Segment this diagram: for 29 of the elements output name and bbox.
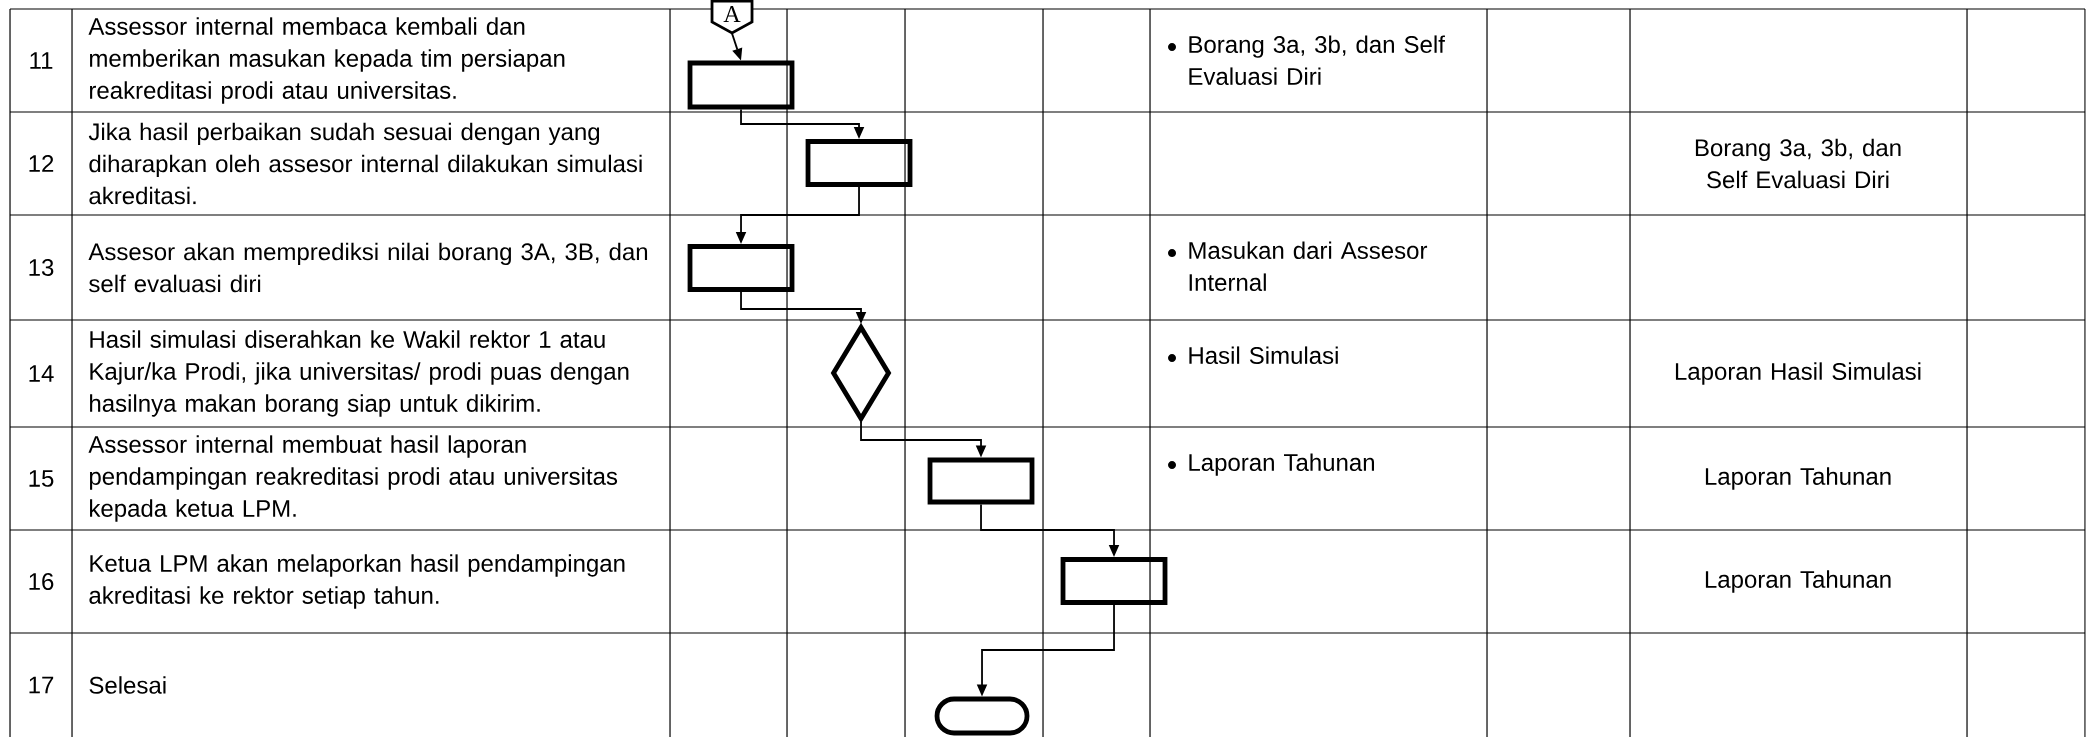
process-box xyxy=(687,244,795,292)
bullet-item: Masukan dari Assesor Internal xyxy=(1189,241,1428,291)
process-box xyxy=(1060,557,1168,605)
step-number: 15 xyxy=(29,470,54,487)
step-number: 16 xyxy=(29,573,54,590)
step-description: Assessor internal membaca kembali dan memberikan masukan kepada tim persiapan reakreditasi prodi atau universitas. xyxy=(88,17,565,104)
process-box xyxy=(687,60,795,110)
step-number: 12 xyxy=(29,155,54,172)
bullet-item: Hasil Simulasi xyxy=(1189,346,1338,364)
document-text: Laporan Tahunan xyxy=(1705,570,1891,593)
step-description: Jika hasil perbaikan sudah sesuai dengan yang diharapkan oleh assesor internal dilakukan simulasi akreditasi. xyxy=(88,122,642,205)
step-description: Assessor internal membuat hasil laporan pendampingan reakreditasi prodi atau universitas kepada ketua LPM. xyxy=(88,435,618,522)
process-box xyxy=(927,457,1035,505)
document-text: Borang 3a, 3b, dan Self Evaluasi Diri xyxy=(1695,138,1901,189)
step-number: 13 xyxy=(29,259,54,276)
document-text: Laporan Tahunan xyxy=(1705,467,1891,490)
step-description: Ketua LPM akan melaporkan hasil pendampingan akreditasi ke rektor setiap tahun. xyxy=(89,554,625,609)
bullet-item: Borang 3a, 3b, dan Self Evaluasi Diri xyxy=(1189,35,1445,85)
step-number: 11 xyxy=(30,52,53,69)
step-number: 14 xyxy=(29,365,54,382)
process-box xyxy=(805,139,913,187)
document-text: Laporan Hasil Simulasi xyxy=(1675,362,1921,385)
off-page-connector: A xyxy=(710,0,754,35)
terminator-shape xyxy=(934,696,1030,736)
step-description: Hasil simulasi diserahkan ke Wakil rektor 1 atau Kajur/ka Prodi, jika universitas/ prodi puas dengan hasilnya makan borang siap untuk dikirim. xyxy=(90,330,629,417)
step-description: Selesai xyxy=(89,676,166,694)
step-number: 17 xyxy=(29,676,54,694)
step-description: Assesor akan memprediksi nilai borang 3A, 3B, dan self evaluasi diri xyxy=(88,242,648,293)
bullet-item: Laporan Tahunan xyxy=(1189,453,1374,476)
